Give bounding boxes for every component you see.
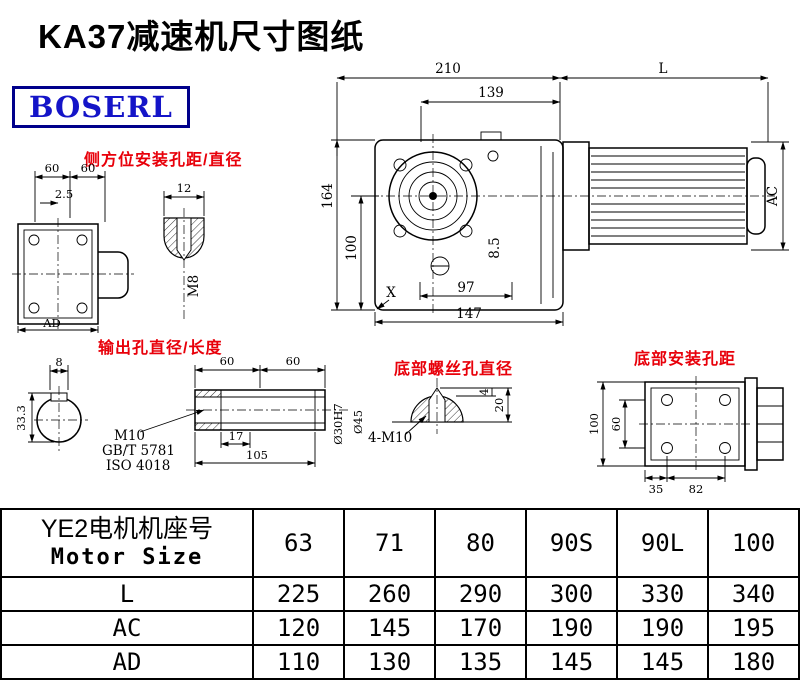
- dim-147: 147: [456, 306, 482, 322]
- table-row-ad: AD 110 130 135 145 145 180: [0, 644, 800, 680]
- output-shaft-view: 60 60 M10 GB/T 5781 ISO 4018 17 105 Ø30H…: [102, 354, 365, 474]
- size-71: 71: [343, 508, 436, 578]
- cell: 145: [525, 644, 618, 680]
- size-63: 63: [252, 508, 345, 578]
- motor-size-table: YE2电机机座号 Motor Size 63 71 80 90S 90L 100…: [0, 508, 800, 680]
- tap-hole-view: 12 M8: [163, 181, 205, 322]
- dim-8: 8: [55, 355, 62, 369]
- cell: 130: [343, 644, 436, 680]
- dim-12: 12: [177, 181, 192, 195]
- size-100: 100: [707, 508, 800, 578]
- dim-139: 139: [478, 85, 504, 101]
- brand-logo: BOSERL: [12, 86, 190, 128]
- cell: 260: [343, 576, 436, 612]
- row-label: AD: [0, 644, 254, 680]
- dim-97: 97: [457, 280, 474, 296]
- header-cn: YE2电机机座号: [40, 515, 214, 544]
- dim-60-a: 60: [45, 161, 60, 175]
- main-assembly-view: 210 L 139 AC 164 100: [320, 61, 789, 326]
- label-side-mount: 侧方位安装孔距/直径: [84, 152, 243, 169]
- cell: 135: [434, 644, 527, 680]
- dia-45: Ø45: [351, 410, 365, 434]
- dim-8-5: 8.5: [487, 237, 503, 258]
- std-iso: ISO 4018: [106, 458, 170, 474]
- label-bottom-screw: 底部螺丝孔直径: [394, 361, 514, 378]
- cell: 190: [525, 610, 618, 646]
- dim-33-3: 33.3: [14, 405, 28, 431]
- dim-m8: M8: [186, 275, 202, 297]
- cell: 110: [252, 644, 345, 680]
- size-80: 80: [434, 508, 527, 578]
- dim-17: 17: [229, 429, 244, 443]
- table-row-l: L 225 260 290 300 330 340: [0, 576, 800, 612]
- cell: 180: [707, 644, 800, 680]
- label-bottom-mount: 底部安装孔距: [634, 351, 737, 368]
- dim-ad: AD: [42, 316, 61, 330]
- dim-60: 60: [609, 417, 623, 432]
- bottom-mount-view: 100 60 35 82: [587, 376, 784, 496]
- header-en: Motor Size: [50, 545, 204, 571]
- std-gb: GB/T 5781: [102, 443, 175, 459]
- cell: 340: [707, 576, 800, 612]
- dim-60-b: 60: [286, 354, 301, 368]
- thread-m10: M10: [114, 428, 145, 444]
- dim-4: 4: [477, 388, 491, 395]
- thread-4m10: 4-M10: [368, 430, 412, 446]
- cell: 170: [434, 610, 527, 646]
- cell: 145: [616, 644, 709, 680]
- size-90s: 90S: [525, 508, 618, 578]
- cell: 290: [434, 576, 527, 612]
- dim-105: 105: [246, 448, 268, 462]
- dim-l: L: [659, 61, 668, 77]
- dim-60-b: 60: [81, 161, 96, 175]
- dim-60-a: 60: [220, 354, 235, 368]
- dim-x: X: [386, 285, 396, 301]
- dim-35: 35: [649, 482, 664, 496]
- dia-30h7: Ø30H7: [331, 403, 345, 444]
- cell: 195: [707, 610, 800, 646]
- cell: 120: [252, 610, 345, 646]
- row-label: AC: [0, 610, 254, 646]
- cell: 300: [525, 576, 618, 612]
- row-label: L: [0, 576, 254, 612]
- dim-164: 164: [320, 183, 336, 209]
- dim-2-5: 2.5: [55, 187, 73, 201]
- dim-ac: AC: [765, 186, 781, 207]
- cell: 330: [616, 576, 709, 612]
- label-output-hole: 输出孔直径/长度: [98, 340, 223, 357]
- table-row-ac: AC 120 145 170 190 190 195: [0, 610, 800, 646]
- size-90l: 90L: [616, 508, 709, 578]
- keyway-view: 8 33.3: [14, 355, 88, 452]
- page-title: KA37减速机尺寸图纸: [38, 18, 365, 55]
- dim-100: 100: [344, 235, 360, 261]
- dim-210: 210: [435, 61, 461, 77]
- table-header-cell: YE2电机机座号 Motor Size: [0, 508, 254, 578]
- side-mount-view: 60 60 2.5 AD: [12, 161, 134, 333]
- cell: 145: [343, 610, 436, 646]
- dim-82: 82: [689, 482, 704, 496]
- cell: 225: [252, 576, 345, 612]
- dim-20: 20: [492, 398, 506, 413]
- bottom-screw-view: 4-M10 4 20: [368, 378, 512, 446]
- table-header-row: YE2电机机座号 Motor Size 63 71 80 90S 90L 100: [0, 508, 800, 578]
- cell: 190: [616, 610, 709, 646]
- dim-100: 100: [587, 413, 601, 435]
